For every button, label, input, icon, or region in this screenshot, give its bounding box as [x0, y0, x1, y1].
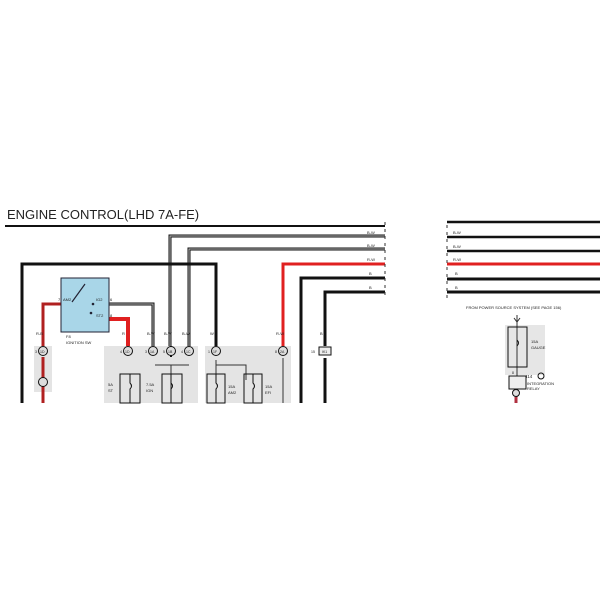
svg-text:EFI: EFI: [265, 390, 271, 395]
svg-text:2A: 2A: [280, 350, 285, 354]
svg-text:IG2: IG2: [96, 297, 103, 302]
svg-text:1A: 1A: [150, 350, 155, 354]
svg-text:INTEGRATION: INTEGRATION: [527, 381, 554, 386]
wire-label: R-W: [367, 257, 375, 262]
svg-text:1D: 1D: [40, 350, 45, 354]
svg-text:RELAY: RELAY: [527, 386, 540, 391]
svg-text:6: 6: [110, 297, 113, 302]
svg-text:IK1: IK1: [322, 350, 327, 354]
svg-text:15A: 15A: [265, 384, 272, 389]
page-title: ENGINE CONTROL(LHD 7A-FE): [7, 207, 199, 222]
wire-label: B: [320, 331, 323, 336]
connector: 15 IK1: [311, 346, 332, 356]
wire-label: R: [122, 331, 125, 336]
wire-label: B-W: [453, 244, 461, 249]
wire-label: B-W: [453, 230, 461, 235]
wire-label: B: [369, 285, 372, 290]
svg-text:8: 8: [110, 313, 113, 318]
connector: [38, 377, 48, 387]
svg-text:1C: 1C: [186, 350, 191, 354]
svg-text:8: 8: [512, 371, 514, 375]
wire-label: B: [455, 285, 458, 290]
svg-text:3: 3: [145, 350, 147, 354]
svg-text:15: 15: [311, 350, 315, 354]
svg-text:I14: I14: [526, 374, 533, 379]
wire-label: B: [455, 271, 458, 276]
svg-text:GAUGE: GAUGE: [531, 345, 546, 350]
wire-label: R-W: [276, 331, 284, 336]
svg-text:1: 1: [208, 350, 210, 354]
svg-text:1B: 1B: [168, 350, 173, 354]
bus-wires-right: B-W B-W R-W B B: [446, 220, 600, 298]
wire-label: B-W: [367, 243, 375, 248]
wire-label: W: [210, 331, 214, 336]
svg-text:AM2: AM2: [63, 297, 72, 302]
ignition-switch: 7 AM2 IG2 6 ST2 8 F8 IGNITION SW: [58, 277, 113, 345]
svg-text:5: 5: [163, 350, 165, 354]
svg-text:3: 3: [35, 350, 37, 354]
wire-label: B-W: [164, 331, 172, 336]
svg-text:IGN: IGN: [146, 388, 153, 393]
svg-text:1D: 1D: [125, 350, 130, 354]
gauge-fuse: 15A GAUGE: [505, 315, 546, 403]
wire-label: B-W: [147, 331, 155, 336]
svg-text:8: 8: [275, 350, 277, 354]
svg-text:ST: ST: [108, 388, 114, 393]
integration-relay: 8 I14 INTEGRATION RELAY: [508, 371, 554, 403]
power-source-note: FROM POWER SOURCE SYSTEM (SEE PAGE 156): [466, 305, 562, 310]
svg-text:15A: 15A: [531, 339, 538, 344]
svg-text:7: 7: [58, 297, 61, 302]
svg-text:4: 4: [120, 350, 122, 354]
svg-text:5A: 5A: [108, 382, 113, 387]
svg-text:4: 4: [181, 350, 183, 354]
svg-text:7.5A: 7.5A: [146, 382, 155, 387]
switch-name: IGNITION SW: [66, 340, 92, 345]
wire-label: B-W: [367, 230, 375, 235]
svg-text:ST2: ST2: [96, 313, 104, 318]
wire-label: B: [369, 271, 372, 276]
wire-label: B-W: [182, 331, 190, 336]
svg-text:15A: 15A: [228, 384, 235, 389]
switch-id: F8: [66, 334, 71, 339]
svg-text:1F: 1F: [213, 350, 217, 354]
svg-text:AM2: AM2: [228, 390, 237, 395]
wire-label: R-W: [453, 257, 461, 262]
wire-label: R-B: [36, 331, 43, 336]
